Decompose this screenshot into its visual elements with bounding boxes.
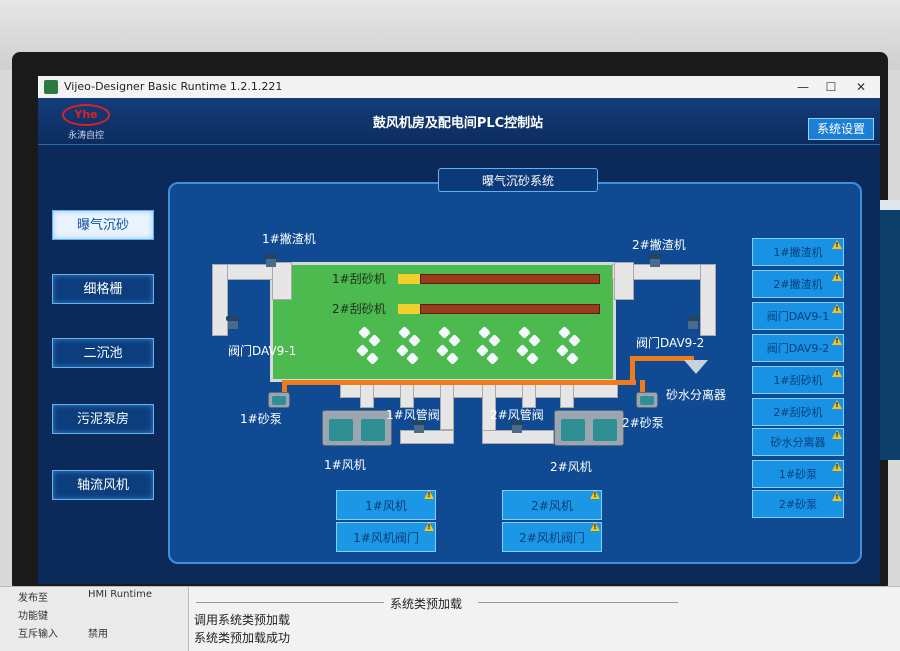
status-scraper1[interactable]: 1#刮砂机 (752, 366, 844, 394)
status-valve-dav9-1[interactable]: 阀门DAV9-1 (752, 302, 844, 330)
output-line: 调用系统类预加载 (194, 613, 291, 627)
sand-pipe-right-up (630, 356, 635, 384)
logo-mark: Yhe (62, 104, 110, 126)
page-title: 鼓风机房及配电间PLC控制站 (372, 116, 544, 131)
dav9-2-valve-icon[interactable] (686, 316, 700, 330)
blower1-valve-button[interactable]: 1#风机阀门 (336, 522, 436, 552)
air-valve2-icon[interactable] (510, 420, 524, 434)
status-separator[interactable]: 砂水分离器 (752, 428, 844, 456)
window-title: Vijeo-Designer Basic Runtime 1.2.1.221 (64, 80, 283, 93)
prop-value: HMI Runtime (88, 589, 153, 600)
pipe-left-down (212, 264, 228, 336)
status-skimmer2[interactable]: 2#撇渣机 (752, 270, 844, 298)
label-skimmer2: 2#撇渣机 (632, 238, 686, 252)
pipe-left-inlet (272, 262, 292, 300)
label-air-valve2: 2#风管阀 (490, 408, 544, 422)
label-air-valve1: 1#风管阀 (386, 408, 440, 422)
skimmer2-valve-icon[interactable] (648, 254, 662, 268)
skimmer1-valve-icon[interactable] (264, 254, 278, 268)
label-scraper1: 1#刮砂机 (332, 272, 386, 286)
sand-pump1[interactable] (268, 392, 290, 408)
label-scraper2: 2#刮砂机 (332, 302, 386, 316)
blower2-valve-button[interactable]: 2#风机阀门 (502, 522, 602, 552)
blower1-air-pipe (400, 430, 454, 444)
scraper2-bar (420, 304, 600, 314)
nav-secondary-clarifier[interactable]: 二沉池 (52, 338, 154, 368)
air-header-pipe (340, 384, 618, 398)
air-drop-1 (360, 384, 374, 408)
blower2[interactable] (554, 410, 624, 446)
aeration-bubbles-5 (516, 326, 542, 368)
nav-aeration-grit[interactable]: 曝气沉砂 (52, 210, 154, 240)
prop-value: 禁用 (88, 629, 108, 640)
prop-key: 发布至 (18, 593, 48, 604)
air-valve1-icon[interactable] (412, 420, 426, 434)
air-drop-6 (560, 384, 574, 408)
nav-fine-screen[interactable]: 细格栅 (52, 274, 154, 304)
label-valve-dav9-1: 阀门DAV9-1 (228, 344, 297, 358)
company-logo: Yhe 永涛自控 (58, 104, 114, 141)
prop-key: 互斥输入 (18, 629, 58, 640)
sand-pump2[interactable] (636, 392, 658, 408)
air-drop-2 (400, 384, 414, 408)
sand-pipe-to-separator (630, 356, 694, 361)
pipe-right-inlet (614, 262, 634, 300)
label-sand-pump2: 2#砂泵 (622, 416, 664, 430)
output-console: 发布至 HMI Runtime 功能键 互斥输入 禁用 系统类预加载 调用系统类… (0, 586, 900, 651)
output-line: 系统类预加载成功 (194, 631, 291, 645)
label-blower1: 1#风机 (324, 458, 366, 472)
aeration-bubbles-6 (556, 326, 582, 368)
label-sand-pump1: 1#砂泵 (240, 412, 282, 426)
label-separator: 砂水分离器 (666, 388, 727, 402)
blower1-button[interactable]: 1#风机 (336, 490, 436, 520)
status-sand-pump1[interactable]: 1#砂泵 (752, 460, 844, 488)
output-section-title: 系统类预加载 (390, 597, 463, 611)
aeration-bubbles-3 (436, 326, 462, 368)
prop-key: 功能键 (18, 611, 48, 622)
logo-text: 永涛自控 (67, 131, 104, 141)
status-sand-pump2[interactable]: 2#砂泵 (752, 490, 844, 518)
aeration-bubbles-1 (356, 326, 382, 368)
sand-pipe-main (282, 380, 636, 385)
scraper2-head (398, 304, 420, 314)
background-window (880, 200, 900, 460)
status-valve-dav9-2[interactable]: 阀门DAV9-2 (752, 334, 844, 362)
nav-axial-fan[interactable]: 轴流风机 (52, 470, 154, 500)
sand-pipe-left (282, 380, 287, 402)
sand-water-separator[interactable] (684, 360, 708, 374)
hmi-header: Yhe 永涛自控 鼓风机房及配电间PLC控制站 系统设置 (38, 98, 880, 145)
divider (478, 602, 678, 603)
panel-tab: 曝气沉砂系统 (438, 168, 598, 192)
label-skimmer1: 1#撇渣机 (262, 232, 316, 246)
aeration-bubbles-2 (396, 326, 422, 368)
air-drop-5 (522, 384, 536, 408)
minimize-button[interactable]: — (797, 80, 809, 94)
aeration-bubbles-4 (476, 326, 502, 368)
scraper1-bar (420, 274, 600, 284)
window-titlebar: Vijeo-Designer Basic Runtime 1.2.1.221 —… (38, 76, 880, 98)
scraper1-head (398, 274, 420, 284)
divider (196, 602, 384, 603)
label-blower2: 2#风机 (550, 460, 592, 474)
nav-sludge-pump-house[interactable]: 污泥泵房 (52, 404, 154, 434)
pipe-right-down (700, 264, 716, 336)
system-settings-button[interactable]: 系统设置 (808, 118, 874, 140)
label-valve-dav9-2: 阀门DAV9-2 (636, 336, 705, 350)
blower2-button[interactable]: 2#风机 (502, 490, 602, 520)
blower1[interactable] (322, 410, 392, 446)
dav9-1-valve-icon[interactable] (226, 316, 240, 330)
close-button[interactable]: ✕ (855, 80, 867, 94)
maximize-button[interactable]: ☐ (825, 80, 837, 94)
app-icon (44, 80, 58, 94)
status-skimmer1[interactable]: 1#撇渣机 (752, 238, 844, 266)
status-scraper2[interactable]: 2#刮砂机 (752, 398, 844, 426)
air-drop-3 (440, 384, 454, 430)
property-panel: 发布至 HMI Runtime 功能键 互斥输入 禁用 (0, 587, 189, 651)
